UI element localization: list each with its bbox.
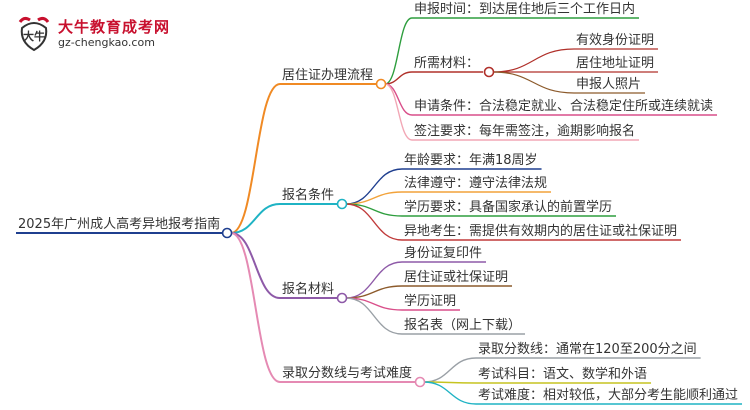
branch-label: 居住证办理流程 xyxy=(282,68,373,83)
leaf-label: 法律遵守：遵守法律法规 xyxy=(404,175,547,191)
connector-line xyxy=(493,71,575,94)
logo-title: 大牛教育成考网 xyxy=(58,18,171,36)
leaf-label: 考试科目：语文、数学和外语 xyxy=(478,366,647,382)
branch-label: 报名条件 xyxy=(282,187,334,203)
connector-line xyxy=(346,297,403,335)
leaf-label: 所需材料： xyxy=(414,56,479,71)
sub-leaf-label: 申报人照片 xyxy=(576,77,641,92)
connector-line xyxy=(230,232,281,299)
connector-line xyxy=(493,48,575,73)
connector-line xyxy=(384,83,413,141)
root-label: 2025年广州成人高考异地报考指南 xyxy=(18,216,220,232)
leaf-label: 录取分数线：通常在120至200分之间 xyxy=(478,342,697,357)
collapse-node[interactable] xyxy=(483,66,495,78)
leaf-label: 学历要求：具备国家承认的前置学历 xyxy=(404,199,612,215)
leaf-label: 年龄要求：年满18周岁 xyxy=(404,153,538,168)
leaf-label: 申报时间：到达居住地后三个工作日内 xyxy=(414,1,635,17)
leaf-label: 身份证复印件 xyxy=(404,245,482,261)
connector-line xyxy=(231,203,281,234)
leaf-label: 学历证明 xyxy=(404,293,456,309)
connector-line xyxy=(384,71,413,85)
branch-label: 录取分数线与考试难度 xyxy=(282,365,412,381)
site-logo[interactable]: 大牛 大牛教育成考网 gz-chengkao.com xyxy=(14,14,204,54)
connector-line xyxy=(384,17,413,85)
svg-text:大牛: 大牛 xyxy=(23,29,45,43)
sub-leaf-label: 居住地址证明 xyxy=(576,56,654,71)
leaf-label: 异地考生：需提供有效期内的居住证或社保证明 xyxy=(404,223,677,239)
leaf-label: 签注要求：每年需签注，逾期影响报名 xyxy=(414,123,635,139)
collapse-node[interactable] xyxy=(375,78,387,90)
logo-url: gz-chengkao.com xyxy=(58,36,155,49)
connector-line xyxy=(230,83,281,234)
branch-label: 报名材料 xyxy=(282,281,334,297)
connector-line xyxy=(424,357,477,383)
leaf-label: 报名表（网上下载） xyxy=(404,317,521,333)
collapse-node[interactable] xyxy=(221,227,233,239)
connector-line xyxy=(230,232,281,383)
collapse-node[interactable] xyxy=(336,292,348,304)
bull-logo-icon: 大牛 xyxy=(18,16,50,52)
leaf-label: 申请条件：合法稳定就业、合法稳定住所或连续就读 xyxy=(414,98,713,114)
collapse-node[interactable] xyxy=(336,198,348,210)
collapse-node[interactable] xyxy=(414,376,426,388)
leaf-label: 考试难度：相对较低，大部分考生能顺利通过 xyxy=(478,387,738,403)
leaf-label: 居住证或社保证明 xyxy=(404,269,508,285)
connector-line xyxy=(346,203,403,241)
sub-leaf-label: 有效身份证明 xyxy=(576,32,654,48)
connector-line xyxy=(424,381,477,405)
